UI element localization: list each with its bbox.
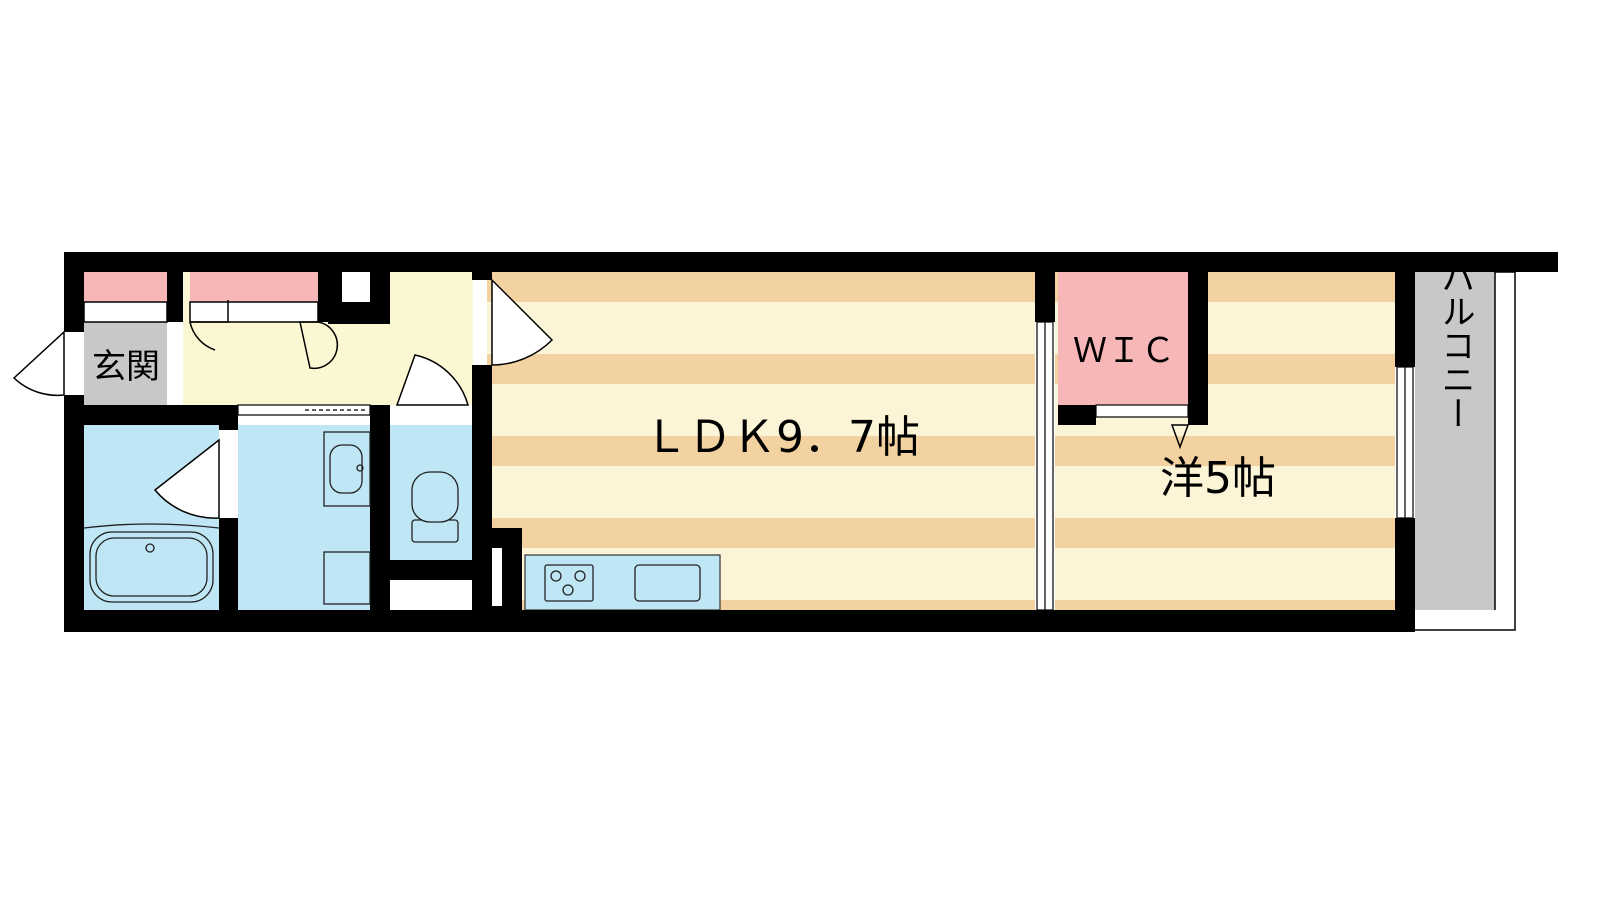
shelf-line-hall xyxy=(189,301,319,323)
wall-right xyxy=(1395,252,1415,367)
toilet-bowl xyxy=(411,471,459,523)
hall-storage-shelf xyxy=(190,272,318,302)
wic-floor xyxy=(1058,272,1188,405)
fridge-space xyxy=(492,548,502,606)
toilet-door-frame xyxy=(390,405,472,425)
wash-basin-tap xyxy=(356,464,364,472)
entrance-shoe-shelf xyxy=(84,272,167,302)
storage-box xyxy=(390,580,472,610)
wall-toilet-bottom xyxy=(390,560,472,580)
room-labels: 玄関 ＬＤＫ9．7帖 ＷＩＣ 洋5帖 バルコニー xyxy=(92,260,1475,504)
bath-door xyxy=(153,438,220,519)
wall-bottom xyxy=(64,610,1414,632)
wall-right-lower xyxy=(1395,518,1415,632)
wall-ldk-left-upper xyxy=(472,272,492,280)
entrance-label: 玄関 xyxy=(92,347,160,387)
wall-hall-divider xyxy=(318,272,328,322)
walls xyxy=(64,252,1558,632)
wall-ldk-left xyxy=(472,365,492,610)
burner-3 xyxy=(562,584,574,596)
entrance-floor xyxy=(84,322,167,405)
wall-wic-bottom xyxy=(1058,405,1096,425)
ldk-door xyxy=(491,278,554,366)
bathtub xyxy=(89,531,214,603)
wall-left-lower xyxy=(64,395,84,632)
room-fills xyxy=(84,272,1495,612)
shelf-line-entrance xyxy=(83,301,168,323)
wall-mid-horizontal xyxy=(84,405,237,425)
partitions xyxy=(83,271,1516,631)
wash-door-frame xyxy=(237,404,371,416)
toilet-tank xyxy=(411,519,459,543)
bathtub-inner xyxy=(95,537,208,597)
balcony-rail xyxy=(1415,271,1516,631)
hall-column-inset xyxy=(342,272,370,302)
balcony-label: バルコニー xyxy=(1435,260,1475,430)
bath-door-frame xyxy=(219,430,238,518)
hall-storage-door-2 xyxy=(299,321,339,370)
burner-1 xyxy=(550,570,562,582)
wall-wash-toilet xyxy=(370,405,390,632)
wash-basin-bowl xyxy=(329,444,363,494)
washing-machine xyxy=(323,551,371,605)
doors xyxy=(12,278,1190,519)
balcony-floor xyxy=(1415,272,1495,610)
wic-door-frame xyxy=(1095,404,1189,418)
fixtures xyxy=(83,431,701,605)
wall-ldk-western-lower xyxy=(1035,610,1055,632)
kitchen-sink xyxy=(634,564,701,602)
kitchen-counter xyxy=(524,554,721,611)
hall-storage-door-1 xyxy=(189,300,229,351)
wall-top xyxy=(64,252,1558,272)
wall-entrance-divider xyxy=(167,272,183,322)
bathtub-drain xyxy=(145,543,155,553)
wic-door xyxy=(1170,424,1190,450)
entry-door xyxy=(12,330,65,397)
wic-label: ＷＩＣ xyxy=(1073,331,1175,371)
bath-wall-curve xyxy=(83,523,220,529)
western-room-label: 洋5帖 xyxy=(1160,453,1276,504)
wall-left-upper xyxy=(64,252,84,332)
wall-ldk-western xyxy=(1035,252,1055,322)
burner-2 xyxy=(574,570,586,582)
toilet-door xyxy=(395,354,469,406)
wall-wic-right xyxy=(1188,272,1208,425)
ldk-label: ＬＤＫ9．7帖 xyxy=(644,412,920,463)
stove xyxy=(544,564,594,602)
